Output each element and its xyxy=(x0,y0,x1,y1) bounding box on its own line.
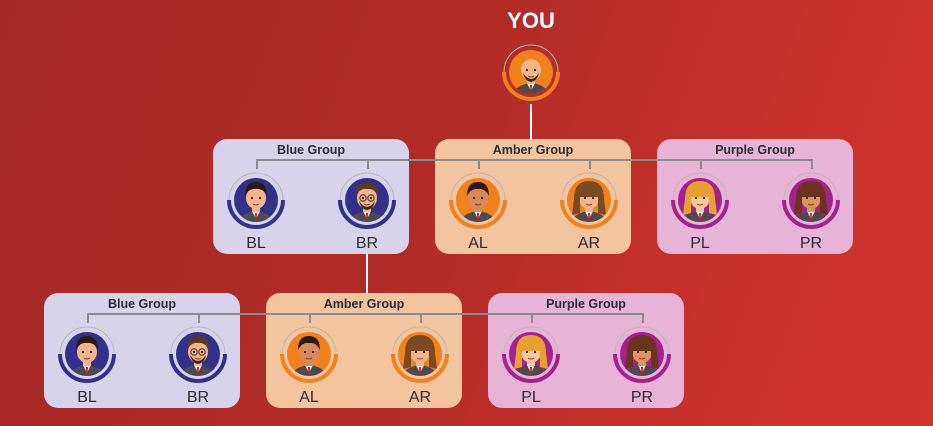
member-label: AR xyxy=(577,235,601,252)
person-avatar-icon xyxy=(502,326,560,383)
member-avatar xyxy=(500,323,562,385)
person-avatar-icon xyxy=(502,44,560,101)
person-avatar-icon xyxy=(338,172,396,229)
person-avatar-icon xyxy=(782,172,840,229)
member-label: BL xyxy=(77,389,97,406)
member-connector xyxy=(531,313,533,323)
member-label: BR xyxy=(186,389,210,406)
member-connector xyxy=(256,159,258,169)
member-avatar xyxy=(225,169,287,231)
group-connector-line xyxy=(256,159,811,161)
member-avatar xyxy=(389,323,451,385)
person-avatar-icon xyxy=(280,326,338,383)
member-connector xyxy=(87,313,89,323)
person-avatar-icon xyxy=(560,172,618,229)
group-title: Blue Group xyxy=(276,143,346,157)
member-avatar xyxy=(278,323,340,385)
member-avatar xyxy=(611,323,673,385)
member-connector xyxy=(198,313,200,323)
group-title: Purple Group xyxy=(715,143,795,157)
member-label: AL xyxy=(299,389,319,406)
person-avatar-icon xyxy=(671,172,729,229)
member-connector xyxy=(642,313,644,323)
group-title: Purple Group xyxy=(546,297,626,311)
person-avatar-icon xyxy=(613,326,671,383)
member-label: PL xyxy=(690,235,710,252)
member-label: PR xyxy=(799,235,823,252)
member-avatar xyxy=(447,169,509,231)
member-label: AL xyxy=(468,235,488,252)
member-connector xyxy=(811,159,813,169)
member-connector xyxy=(478,159,480,169)
member-avatar xyxy=(669,169,731,231)
member-avatar xyxy=(56,323,118,385)
root-title: YOU xyxy=(507,8,555,33)
member-avatar xyxy=(336,169,398,231)
person-avatar-icon xyxy=(227,172,285,229)
member-label: AR xyxy=(408,389,432,406)
group-title: Amber Group xyxy=(323,297,405,311)
root-avatar xyxy=(500,41,562,103)
person-avatar-icon xyxy=(449,172,507,229)
person-avatar-icon xyxy=(391,326,449,383)
member-connector xyxy=(420,313,422,323)
member-label: BR xyxy=(355,235,379,252)
member-avatar xyxy=(780,169,842,231)
member-avatar xyxy=(167,323,229,385)
member-connector xyxy=(367,159,369,169)
member-label: PR xyxy=(630,389,654,406)
member-label: PL xyxy=(521,389,541,406)
member-connector xyxy=(309,313,311,323)
group-title: Amber Group xyxy=(492,143,574,157)
member-connector xyxy=(589,159,591,169)
member-label: BL xyxy=(246,235,266,252)
member-connector xyxy=(700,159,702,169)
group-title: Blue Group xyxy=(107,297,177,311)
person-avatar-icon xyxy=(169,326,227,383)
member-avatar xyxy=(558,169,620,231)
root-connector xyxy=(530,104,532,140)
person-avatar-icon xyxy=(58,326,116,383)
group-connector-line xyxy=(87,313,642,315)
row-connector xyxy=(366,254,368,294)
